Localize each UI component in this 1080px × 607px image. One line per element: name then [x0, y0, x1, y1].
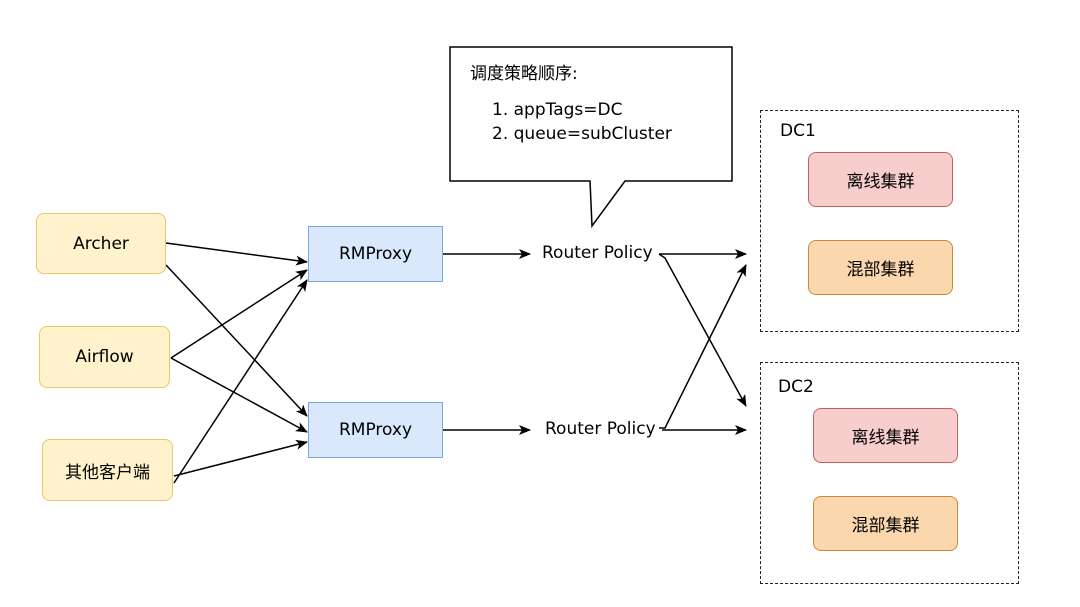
callout-item-2: 2. queue=subCluster: [492, 124, 672, 144]
dc1-container: [760, 110, 1019, 332]
rmproxy-1: RMProxy: [308, 226, 443, 282]
dc2-offline-cluster: 离线集群: [813, 408, 958, 463]
arrow-archer-proxy2: [165, 264, 308, 417]
router-policy-2: Router Policy: [545, 419, 656, 439]
client-others: 其他客户端: [42, 439, 173, 501]
dc1-label: DC1: [780, 121, 816, 141]
callout-title: 调度策略顺序:: [470, 64, 578, 84]
client-archer: Archer: [36, 213, 166, 274]
arrow-others-proxy1: [173, 279, 308, 484]
rmproxy-2: RMProxy: [308, 402, 443, 458]
arrow-policy1-dc2: [658, 253, 747, 407]
arrow-archer-proxy1: [165, 242, 308, 266]
client-airflow-label: Airflow: [75, 347, 134, 367]
dc1-mixed-cluster: 混部集群: [808, 240, 953, 295]
rmproxy-2-label: RMProxy: [338, 420, 413, 440]
dc2-container: [760, 362, 1019, 584]
dc1-offline-label: 离线集群: [846, 172, 915, 192]
client-archer-label: Archer: [73, 233, 129, 254]
router-policy-1: Router Policy: [542, 243, 653, 263]
dc2-label: DC2: [778, 377, 814, 397]
dc1-mixed-label: 混部集群: [846, 260, 915, 280]
dc2-mixed-label: 混部集群: [851, 516, 920, 536]
arrow-airflow-proxy2: [170, 357, 308, 433]
rmproxy-1-label: RMProxy: [338, 244, 413, 264]
arrow-policy2-dc1: [659, 264, 747, 429]
callout-item-1: 1. appTags=DC: [492, 100, 623, 120]
arrow-airflow-proxy1: [170, 269, 308, 359]
dc1-offline-cluster: 离线集群: [808, 152, 953, 207]
arrow-others-proxy2: [173, 439, 308, 477]
client-others-label: 其他客户端: [65, 462, 150, 483]
client-airflow: Airflow: [39, 326, 170, 388]
dc2-offline-label: 离线集群: [851, 428, 920, 448]
dc2-mixed-cluster: 混部集群: [813, 496, 958, 551]
callout-bubble: [449, 46, 733, 229]
